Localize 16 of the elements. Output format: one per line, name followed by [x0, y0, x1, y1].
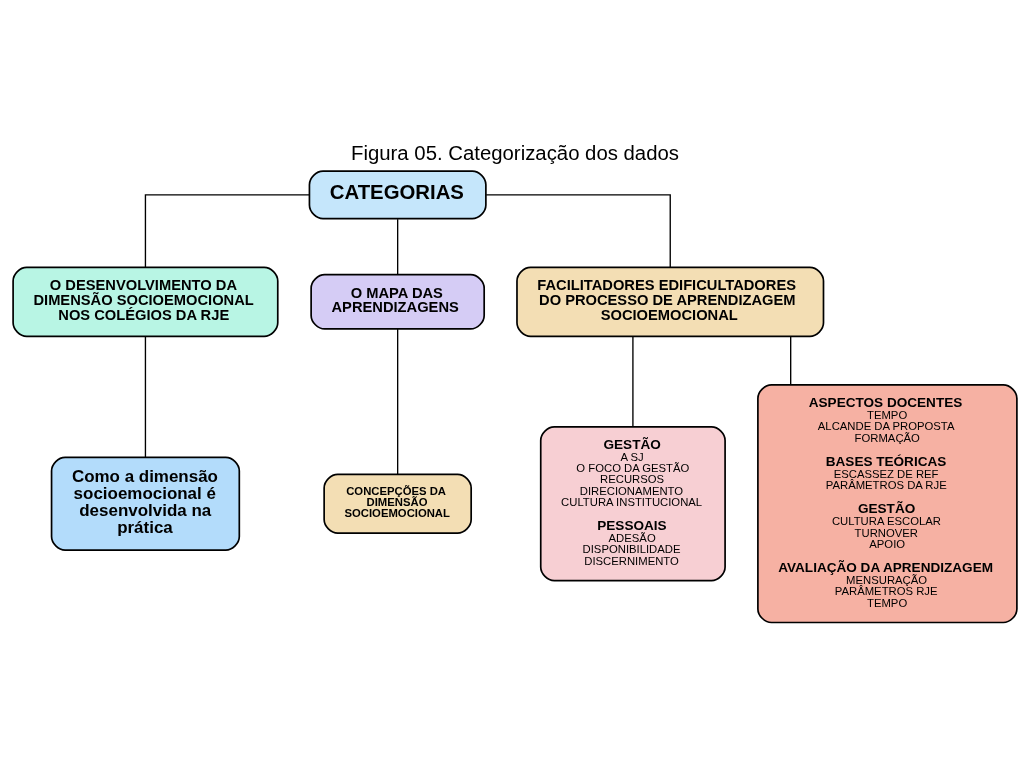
node-box: Como a dimensão socioemocional é desenvolvida na prática [50, 456, 241, 551]
node-box: GESTÃO A SJ O FOCO DA GESTÃO RECURSOS DIRECIONAMENTO CULTURA INSTITUCIONAL PESSOAIS ADESÃO DISPONIBILIDADE DISCERNIMENTO [539, 425, 726, 582]
node-box: CONCEPÇÕES DA DIMENSÃO SOCIOEMOCIONAL [323, 473, 473, 534]
diagram-title: Figura 05. Categorização dos dados [351, 142, 679, 165]
connector [144, 194, 310, 268]
node-box: O MAPA DAS APRENDIZAGENS [310, 273, 486, 330]
node-box: FACILITADORES EDIFICULTADORES DO PROCESSO DE APRENDIZAGEM SOCIOEMOCIONAL [516, 266, 825, 338]
connector [397, 328, 399, 475]
connector [790, 335, 792, 386]
node-box: ASPECTOS DOCENTES TEMPO ALCANDE DA PROPOSTA FORMAÇÃO BASES TEÓRICAS ESCASSEZ DE REF PARÂMETROS DA RJE GESTÃO CULTURA ESCOLAR TURNOVER APOIO AVALIAÇÃO DA APRENDIZAGEM MENSURAÇÃO PARÂMETROS RJE TEMPO [757, 384, 1018, 624]
connector [397, 218, 399, 276]
connector [485, 194, 671, 268]
connector [632, 335, 634, 428]
node-box: O DESENVOLVIMENTO DA DIMENSÃO SOCIOEMOCIONAL NOS COLÉGIOS DA RJE [12, 266, 279, 338]
connector [144, 335, 147, 458]
node-box: CATEGORIAS [308, 170, 487, 220]
